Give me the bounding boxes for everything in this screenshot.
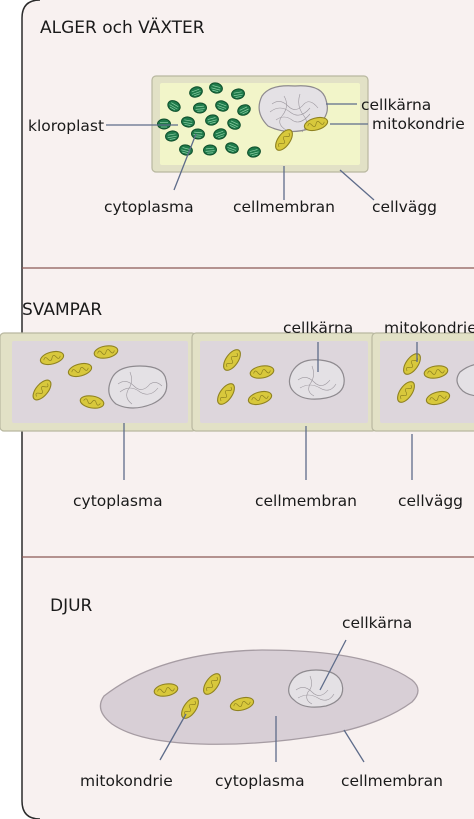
- label-mitochondrion: mitokondrie: [372, 115, 465, 133]
- section-title: SVAMPAR: [22, 300, 102, 320]
- label-wall: cellvägg: [372, 198, 437, 216]
- label-nucleus: cellkärna: [361, 96, 431, 114]
- label-cytoplasm: cytoplasma: [73, 492, 163, 510]
- label-wall: cellvägg: [398, 492, 463, 510]
- label-nucleus: cellkärna: [342, 614, 412, 632]
- label-membrane: cellmembran: [255, 492, 357, 510]
- section-title: DJUR: [50, 596, 93, 616]
- label-cytoplasm: cytoplasma: [215, 772, 305, 790]
- fungal-hypha: [0, 333, 474, 431]
- label-mitochondrion: mitokondrie: [384, 319, 474, 337]
- label-membrane: cellmembran: [341, 772, 443, 790]
- label-nucleus: cellkärna: [283, 319, 353, 337]
- label-membrane: cellmembran: [233, 198, 335, 216]
- label-chloroplast: kloroplast: [28, 117, 104, 135]
- section-title: ALGER och VÄXTER: [40, 17, 205, 38]
- label-mitochondrion: mitokondrie: [80, 772, 173, 790]
- label-cytoplasm: cytoplasma: [104, 198, 194, 216]
